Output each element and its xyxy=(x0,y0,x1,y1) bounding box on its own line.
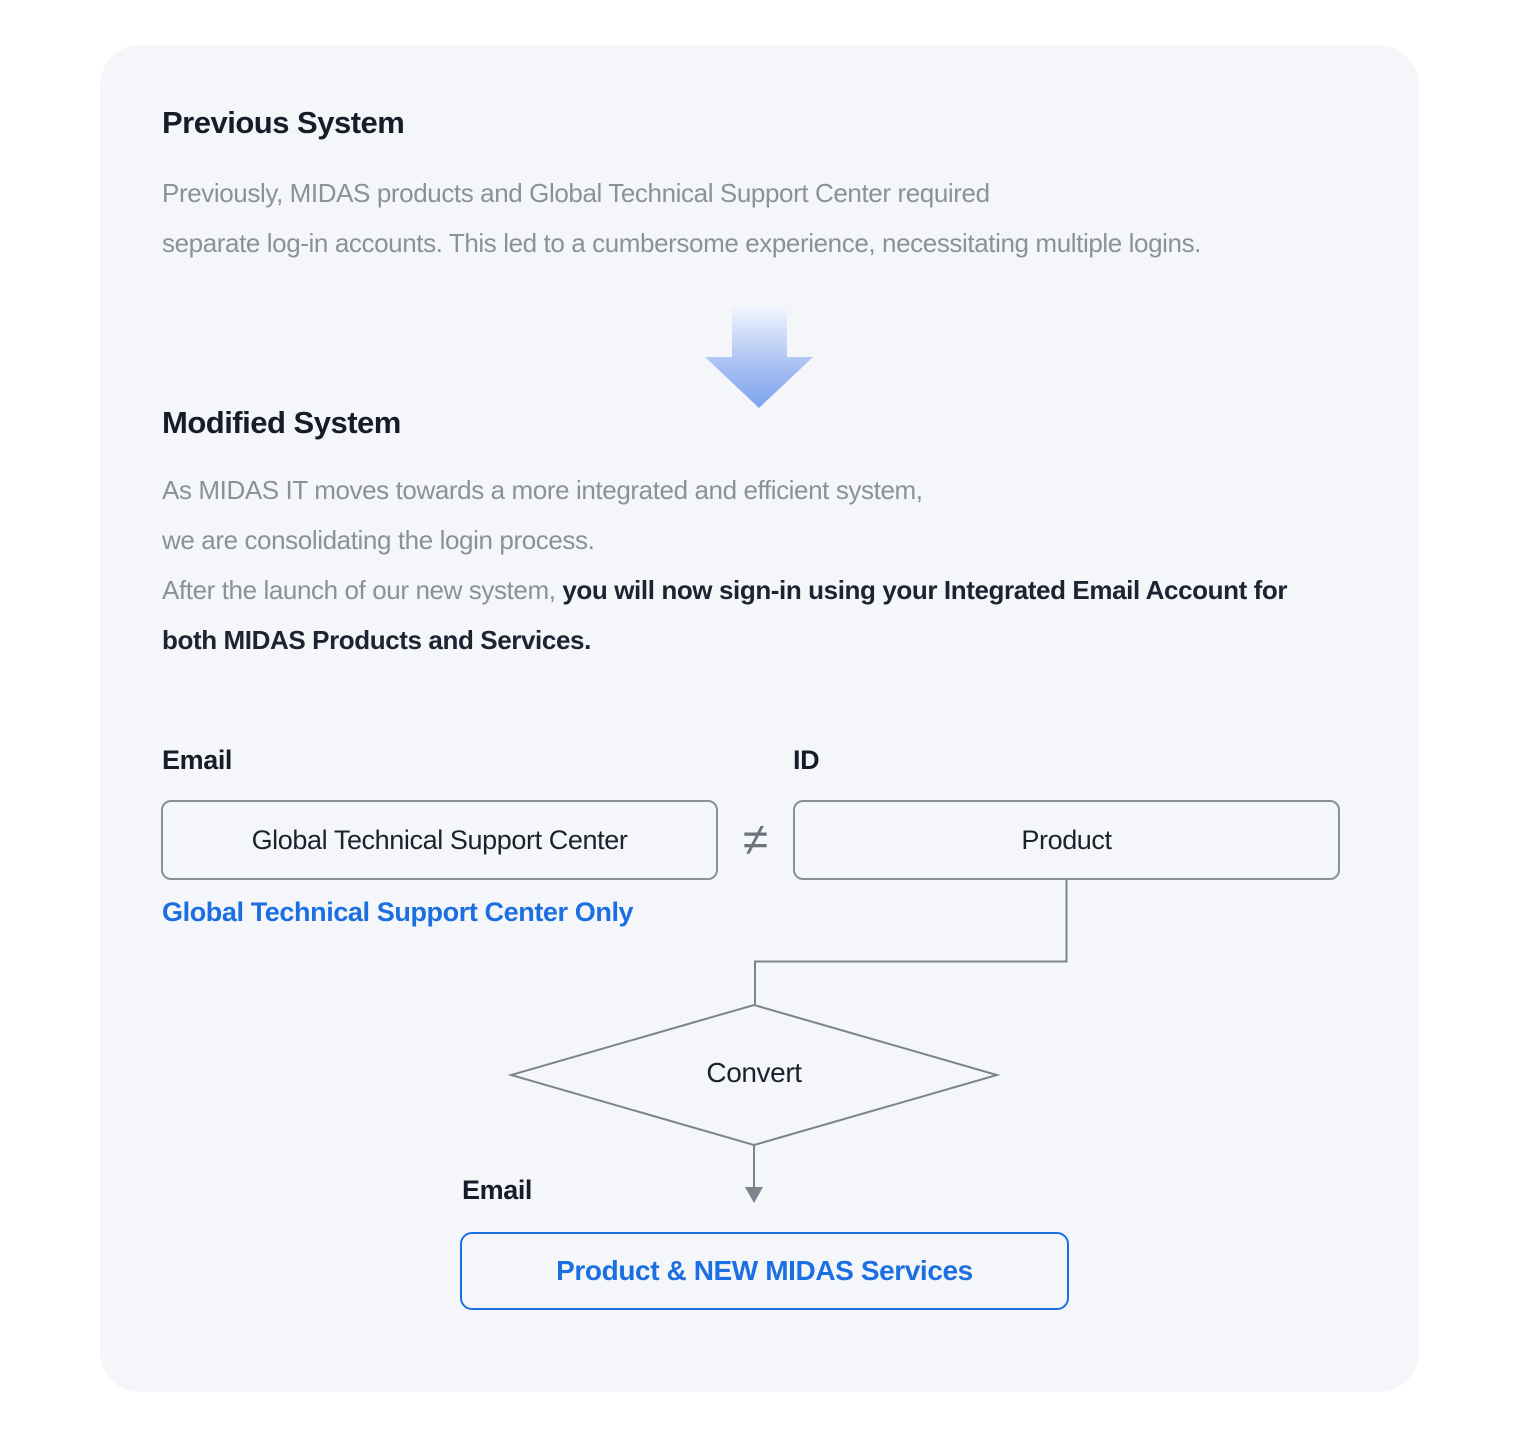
product-to-convert-connector xyxy=(754,880,1068,1004)
gtsc-only-note: Global Technical Support Center Only xyxy=(162,897,634,927)
paragraph-line: we are consolidating the login process. xyxy=(162,525,595,555)
product-node: Product xyxy=(793,800,1340,880)
modified-system-title: Modified System xyxy=(162,405,401,440)
paragraph-line: separate log-in accounts. This led to a … xyxy=(162,228,1202,258)
previous-system-title: Previous System xyxy=(162,105,405,140)
id-label: ID xyxy=(793,745,820,775)
paragraph-bold-part: both MIDAS Products and Services. xyxy=(162,625,591,655)
not-equal-icon: ≠ xyxy=(742,813,769,865)
paragraph-line: After the launch of our new system, you … xyxy=(162,565,1288,615)
down-arrow-icon xyxy=(705,308,813,408)
result-email-label: Email xyxy=(462,1175,533,1205)
previous-system-paragraph: Previously, MIDAS products and Global Te… xyxy=(162,168,1201,268)
result-node: Product & NEW MIDAS Services xyxy=(460,1232,1069,1310)
paragraph-bold-part: you will now sign-in using your Integrat… xyxy=(562,575,1288,605)
convert-label: Convert xyxy=(706,1057,802,1088)
paragraph-line: Previously, MIDAS products and Global Te… xyxy=(162,178,990,208)
paragraph-line: As MIDAS IT moves towards a more integra… xyxy=(162,475,923,505)
modified-system-paragraph: As MIDAS IT moves towards a more integra… xyxy=(162,465,1288,665)
gtsc-node: Global Technical Support Center xyxy=(161,800,718,880)
arrowhead-icon xyxy=(745,1187,763,1203)
info-card: Previous System Previously, MIDAS produc… xyxy=(100,45,1419,1392)
email-label: Email xyxy=(162,745,233,775)
paragraph-gray-part: After the launch of our new system, xyxy=(162,575,556,605)
